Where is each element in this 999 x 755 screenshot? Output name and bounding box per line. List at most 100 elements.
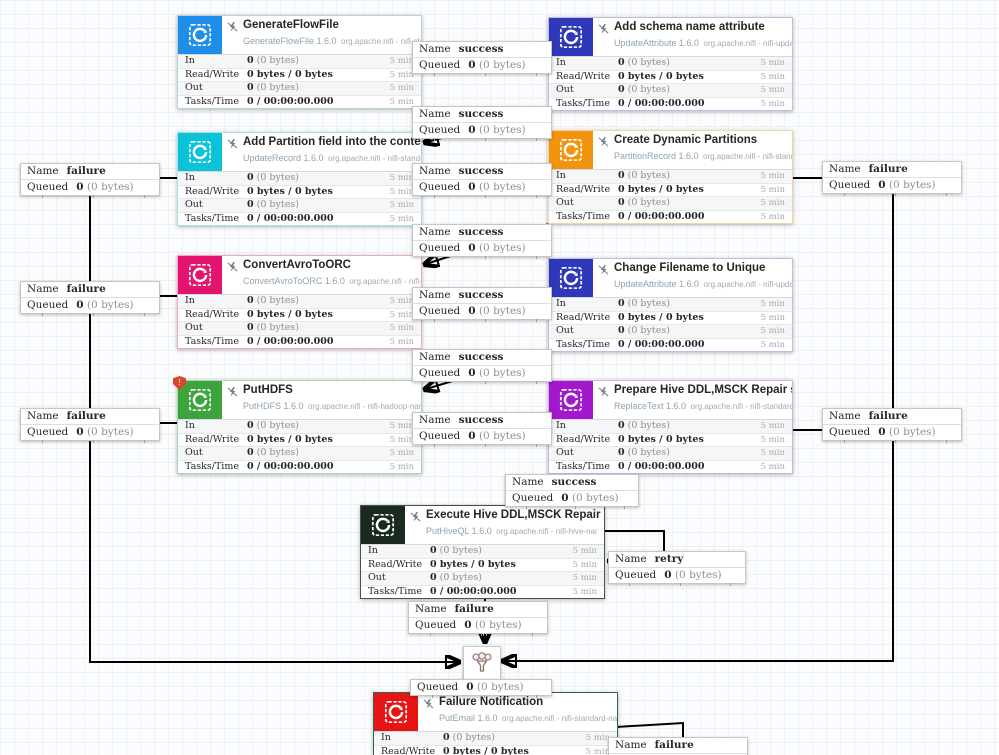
stat-label: Tasks/Time [185, 212, 239, 224]
stat-label: Read/Write [185, 308, 240, 320]
disabled-icon [410, 511, 421, 522]
connection-name-value: success [551, 476, 597, 488]
stat-row-out: Out 0 (0 bytes) 5 min [178, 321, 421, 335]
stat-window: 5 min [760, 339, 785, 350]
stat-label: Tasks/Time [185, 460, 239, 472]
stat-label: Out [185, 82, 203, 93]
stat-window: 5 min [760, 211, 785, 222]
processor-bundle: org.apache.nifi - nifi-standard-nar [328, 154, 421, 163]
processor-title: Failure Notification [439, 696, 544, 708]
stat-window: 5 min [760, 98, 785, 109]
stat-row-in: In 0 (0 bytes) 5 min [374, 732, 617, 745]
processor-title: Create Dynamic Partitions [614, 134, 758, 146]
stat-row-read-write: Read/Write 0 bytes / 0 bytes 5 min [361, 557, 604, 572]
stat-label: Read/Write [185, 68, 240, 80]
connection-name-value: success [458, 414, 504, 426]
connection-name-value: failure [868, 410, 908, 422]
processor-stats: In 0 (0 bytes) 5 min Read/Write 0 bytes … [374, 732, 617, 755]
stat-window: 5 min [572, 586, 597, 597]
processor-bundle: org.apache.nifi - nifi-standard-nar [690, 402, 793, 411]
stat-window: 5 min [389, 336, 414, 347]
stat-row-tasks-time: Tasks/Time 0 / 00:00:00.000 5 min [178, 334, 421, 349]
processor-generate-flowfile[interactable]: ! GenerateFlowFile GenerateFlowFile 1.6.… [177, 15, 422, 109]
stat-label: Read/Write [185, 433, 240, 445]
processor-icon: ! [178, 16, 222, 54]
stat-row-in: In 0 (0 bytes) 5 min [178, 295, 421, 308]
processor-prepare-hive-ddl[interactable]: ! Prepare Hive DDL,MSCK Repair s... Repl… [548, 380, 793, 474]
stat-row-in: In 0 (0 bytes) 5 min [361, 545, 604, 558]
processor-bundle: org.apache.nifi - nifi-update-attribute-… [703, 280, 792, 289]
processor-stamp-icon [188, 263, 212, 287]
processor-icon: ! [549, 259, 593, 297]
processor-stats: In 0 (0 bytes) 5 min Read/Write 0 bytes … [178, 420, 421, 473]
processor-header: ! Add schema name attribute UpdateAttrib… [549, 18, 792, 57]
processor-stats: In 0 (0 bytes) 5 min Read/Write 0 bytes … [549, 420, 792, 473]
stat-label: In [368, 545, 378, 556]
restricted-shield-icon: ! [173, 376, 186, 390]
processor-title: Prepare Hive DDL,MSCK Repair s... [614, 384, 792, 396]
stat-window: 5 min [389, 213, 414, 224]
processor-execute-hive-ddl[interactable]: ! Execute Hive DDL,MSCK Repair s... PutH… [360, 505, 605, 599]
disabled-icon [423, 698, 434, 709]
processor-create-dynamic-partitions[interactable]: ! Create Dynamic Partitions PartitionRec… [548, 130, 793, 224]
stat-label: Tasks/Time [556, 460, 610, 472]
processor-convert-avro-to-orc[interactable]: ! ConvertAvroToORC ConvertAvroToORC 1.6.… [177, 255, 422, 349]
stat-row-in: In 0 (0 bytes) 5 min [549, 298, 792, 311]
processor-type: PutHDFS 1.6.0 [243, 401, 304, 411]
stat-label: In [185, 295, 195, 306]
processor-title: Add schema name attribute [614, 21, 765, 33]
stat-row-out: Out 0 (0 bytes) 5 min [361, 571, 604, 585]
funnel[interactable] [463, 646, 501, 682]
processor-header: ! PutHDFS PutHDFS 1.6.0 org.apache.nifi … [173, 376, 421, 420]
stat-window: 5 min [760, 171, 785, 181]
processor-stats: In 0 (0 bytes) 5 min Read/Write 0 bytes … [549, 298, 792, 351]
stat-label: Read/Write [556, 183, 611, 195]
processor-stamp-icon [559, 25, 583, 49]
processor-type: UpdateRecord 1.6.0 [243, 153, 324, 163]
connection-name-value: failure [66, 410, 106, 422]
stat-label: Out [185, 199, 203, 210]
processor-failure-notification[interactable]: ! Failure Notification PutEmail 1.6.0 or… [373, 692, 618, 755]
stat-window: 5 min [389, 186, 414, 197]
stat-label: In [556, 57, 566, 68]
stat-row-tasks-time: Tasks/Time 0 / 00:00:00.000 5 min [178, 459, 421, 474]
stat-row-read-write: Read/Write 0 bytes / 0 bytes 5 min [549, 69, 792, 84]
stat-row-tasks-time: Tasks/Time 0 / 00:00:00.000 5 min [549, 209, 792, 224]
processor-type: ReplaceText 1.6.0 [614, 401, 687, 411]
stat-row-in: In 0 (0 bytes) 5 min [178, 172, 421, 185]
processor-icon: ! [178, 256, 222, 294]
processor-icon: ! [178, 133, 222, 171]
processor-add-partition-field[interactable]: ! Add Partition field into the content U… [177, 132, 422, 226]
disabled-icon [227, 261, 238, 272]
processor-change-filename-to-unique[interactable]: ! Change Filename to Unique UpdateAttrib… [548, 258, 793, 352]
processor-add-schema-name-attribute[interactable]: ! Add schema name attribute UpdateAttrib… [548, 17, 793, 111]
processor-put-hdfs[interactable]: ! PutHDFS PutHDFS 1.6.0 org.apache.nifi … [173, 376, 422, 474]
